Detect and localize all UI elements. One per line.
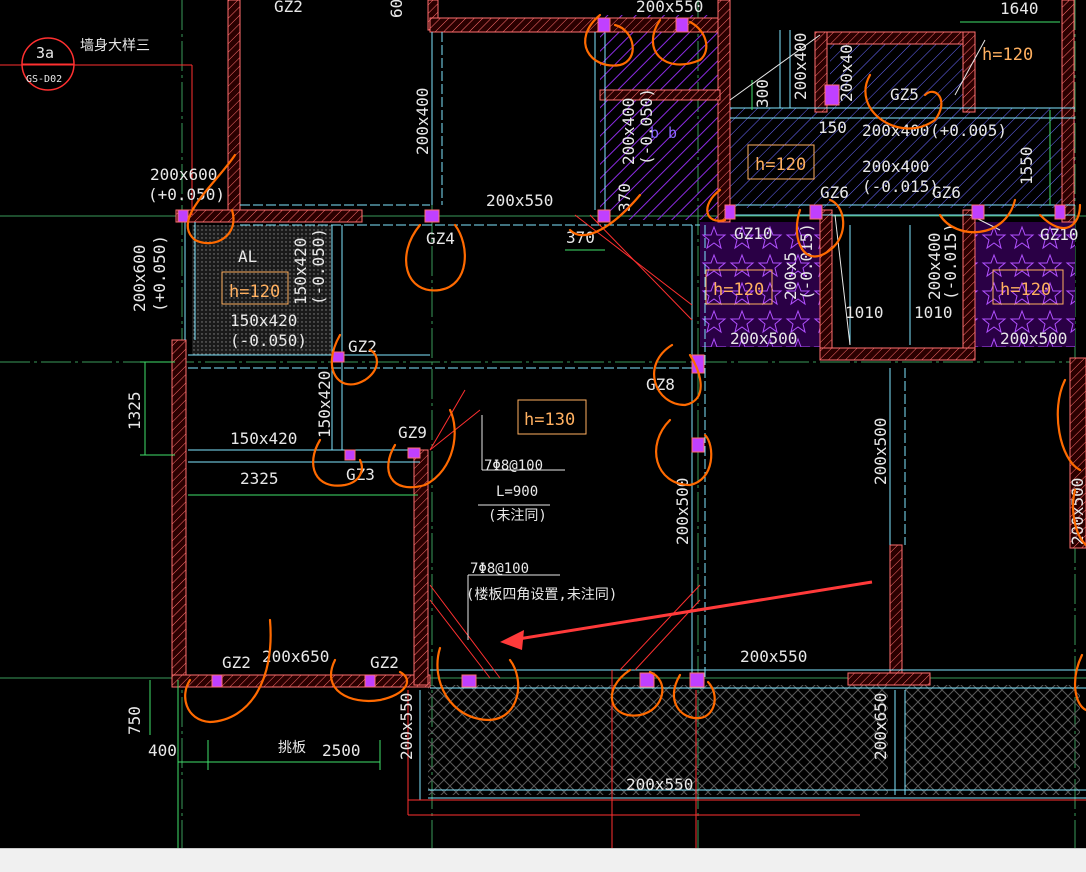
dim-1010-b: 1010 [914,303,953,322]
slab-label-e: h=120 [982,45,1033,65]
column-gz9: GZ9 [398,423,427,442]
column-gz8: GZ8 [646,375,675,394]
beam-200x500-v6: 200x5 [781,252,800,300]
cad-drawing-canvas[interactable]: 3a GS-D02 墙身大样三 h=120 h=120 h=120 h=120 … [0,0,1086,848]
annotation-arrow [500,580,873,650]
dim-2325: 2325 [240,469,279,488]
column-gz6-a: GZ6 [820,183,849,202]
rebar-note-1-length: L=900 [496,484,538,500]
column-gz4: GZ4 [426,229,455,248]
label-bb: b b [650,124,677,142]
rebar-note-2-remark: (楼板四角设置,未注同) [466,587,617,603]
column-gz2-c: GZ2 [370,653,399,672]
beam-200x600-label: 200x600 [150,165,217,184]
dim-370-a: 370 [615,183,634,212]
slab-label-a: h=120 [229,282,280,302]
label-200x550-top: 200x550 [636,0,703,16]
column-gz5: GZ5 [890,85,919,104]
beam-200x550-h: 200x550 [740,647,807,666]
slab-box-c [705,269,773,305]
structural-plan-drawing[interactable]: 3a GS-D02 墙身大样三 h=120 h=120 h=120 h=120 … [0,0,1086,848]
beam-200x500-v6-elev: (-0.015) [797,223,816,300]
detail-index: 3a [36,44,54,62]
dim-1325: 1325 [125,391,144,430]
rebar-note-2: 7Φ8@100 [470,561,529,577]
vertical-annotations: 60 200x400 200x400 (-0.050) 370 200x600 … [125,0,1086,760]
slab-label-f: h=130 [524,410,575,430]
slab-box-a [221,271,289,305]
beam-200x400-h2-elev: (-0.015) [862,177,939,196]
beam-200x400-v3: 200x400 [791,33,810,100]
beam-200x600-v: 200x600 [130,245,149,312]
label-cantilever-slab: 挑板 [278,740,306,756]
rebar-note-1-remark: (未注同) [488,508,547,524]
dim-2500: 2500 [322,741,361,760]
status-bar [0,848,1086,872]
beam-150x420-h: 150x420 [230,311,297,330]
column-gz2-a: GZ2 [348,337,377,356]
beam-200x650-h: 200x650 [262,647,329,666]
beam-200x500-v8: 200x500 [871,418,890,485]
detail-caption: 墙身大样三 [80,38,150,54]
column-gz6-b: GZ6 [932,183,961,202]
slab-box-d [992,269,1064,305]
beam-200x550-mid: 200x550 [486,191,553,210]
column-gz10-b: GZ10 [1040,225,1079,244]
rebar-note-1: 7Φ8@100 [484,458,543,474]
label-60: 60 [387,0,406,18]
dim-300: 300 [753,79,772,108]
dim-750: 750 [125,706,144,735]
label-al: AL [238,247,257,266]
slab-label-b: h=120 [755,155,806,175]
walls [171,0,1086,688]
column-markers [177,17,1066,688]
slab-label-c: h=120 [713,280,764,300]
beam-150x420-v-elev: (-0.050) [309,228,328,305]
beam-150x420-h2: 150x420 [230,429,297,448]
beam-200x400-v2: 200x400 [619,98,638,165]
dim-1010-a: 1010 [845,303,884,322]
beam-200x500-a: 200x500 [730,329,797,348]
dimension-lines [140,21,1060,848]
markup-strokes [184,13,1086,724]
beam-150x420-v2: 150x420 [315,371,334,438]
label-1640: 1640 [1000,0,1039,18]
slab-thickness-labels [221,144,1064,435]
dim-1550: 1550 [1017,146,1036,185]
beam-150x420-h-elev: (-0.050) [230,331,307,350]
beam-outlines [184,30,1086,800]
beam-200x500-v7: 200x500 [673,478,692,545]
red-construction-lines [0,64,1086,848]
beam-200x600-elev: (+0.050) [148,185,225,204]
beam-200x400-v5-elev: (-0.015) [941,223,960,300]
beam-200x400-h1-elev: (+0.005) [930,121,1007,140]
detail-sheet-ref: GS-D02 [26,74,62,85]
title-block[interactable]: 3a GS-D02 墙身大样三 [21,37,150,91]
beam-200x400-v1: 200x400 [413,88,432,155]
beam-200x400-v2-elev: (-0.050) [637,88,656,165]
beam-200x650-v: 200x650 [871,693,890,760]
small-annotations: b b [650,124,677,142]
beam-200x600-v-elev: (+0.050) [150,235,169,312]
dim-400: 400 [148,741,177,760]
slab-box-b [747,144,815,180]
column-gz2-b: GZ2 [222,653,251,672]
beam-150x420-v: 150x420 [291,238,310,305]
beam-200x400-h1: 200x400 [862,121,929,140]
slab-thickness-text: h=120 h=120 h=120 h=120 h=120 h=130 [229,45,1051,430]
label-gz2-top: GZ2 [274,0,303,16]
dim-150: 150 [818,118,847,137]
beam-200x400-v4: 200x40 [837,44,856,102]
beam-200x500-v9: 200x500 [1068,478,1086,545]
column-gz10-a: GZ10 [734,224,773,243]
beam-200x500-b: 200x500 [1000,329,1067,348]
slab-label-d: h=120 [1000,280,1051,300]
slab-box-e [517,399,587,435]
beam-200x400-h2: 200x400 [862,157,929,176]
beam-200x550-bottom: 200x550 [626,775,693,794]
beam-200x400-v5: 200x400 [925,233,944,300]
beam-200x550-v: 200x550 [397,693,416,760]
horizontal-annotations: GZ2 200x550 1640 200x600 (+0.050) 200x55… [148,0,1079,794]
